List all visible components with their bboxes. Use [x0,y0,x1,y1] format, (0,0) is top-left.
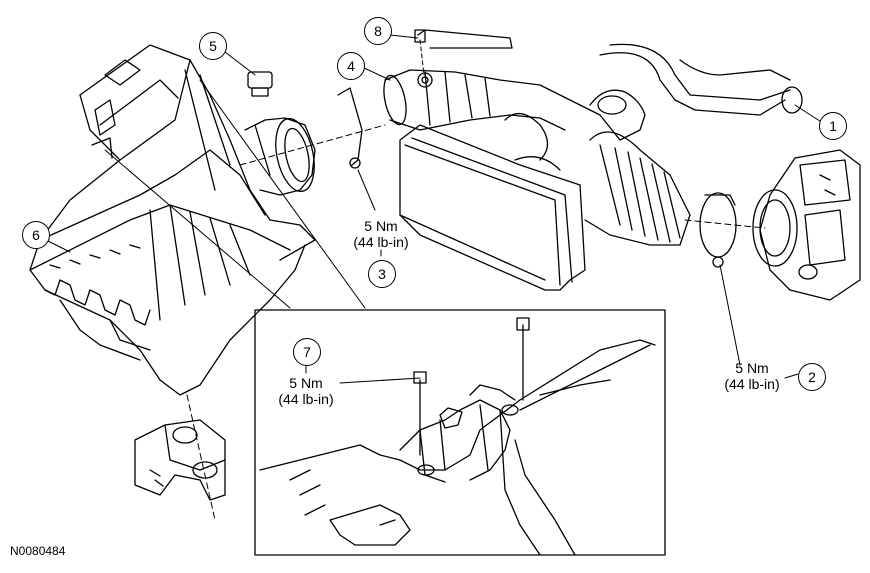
connector-item-8 [414,29,513,49]
torque-label-3: 5 Nm (44 lb-in) [343,218,419,250]
throttle-body [752,149,861,301]
callout-4: 4 [337,52,365,80]
callout-3: 3 [368,260,396,288]
outlet-pipe [383,69,621,171]
torque-nm-7: 5 Nm [289,375,323,391]
sensor-item-5 [247,71,273,97]
figure-id: N0080484 [10,544,66,558]
torque-label-7: 5 Nm (44 lb-in) [266,375,346,407]
air-cleaner-housing [29,44,316,396]
clamp-item-3 [337,87,363,169]
callout-8: 8 [364,17,392,45]
callout-1: 1 [819,112,847,140]
torque-label-2: 5 Nm (44 lb-in) [712,360,792,392]
detail-inset [254,309,666,556]
housing-outlet-duct [244,117,316,196]
vent-hose [599,43,803,116]
mounting-bracket [134,419,226,501]
resonator-box [399,124,586,291]
leader-lines [45,34,827,521]
torque-lbin-3: (44 lb-in) [353,234,409,250]
callout-2: 2 [798,363,826,391]
torque-nm-3: 5 Nm [364,218,398,234]
torque-lbin-7: (44 lb-in) [278,391,334,407]
callout-7: 7 [293,338,321,366]
torque-nm-2: 5 Nm [735,360,769,376]
hose-clamp [699,192,737,268]
callout-5: 5 [199,32,227,60]
fastener-item-4 [417,72,433,88]
callout-6: 6 [22,221,50,249]
corrugated-hose [584,89,691,246]
torque-lbin-2: (44 lb-in) [724,376,780,392]
